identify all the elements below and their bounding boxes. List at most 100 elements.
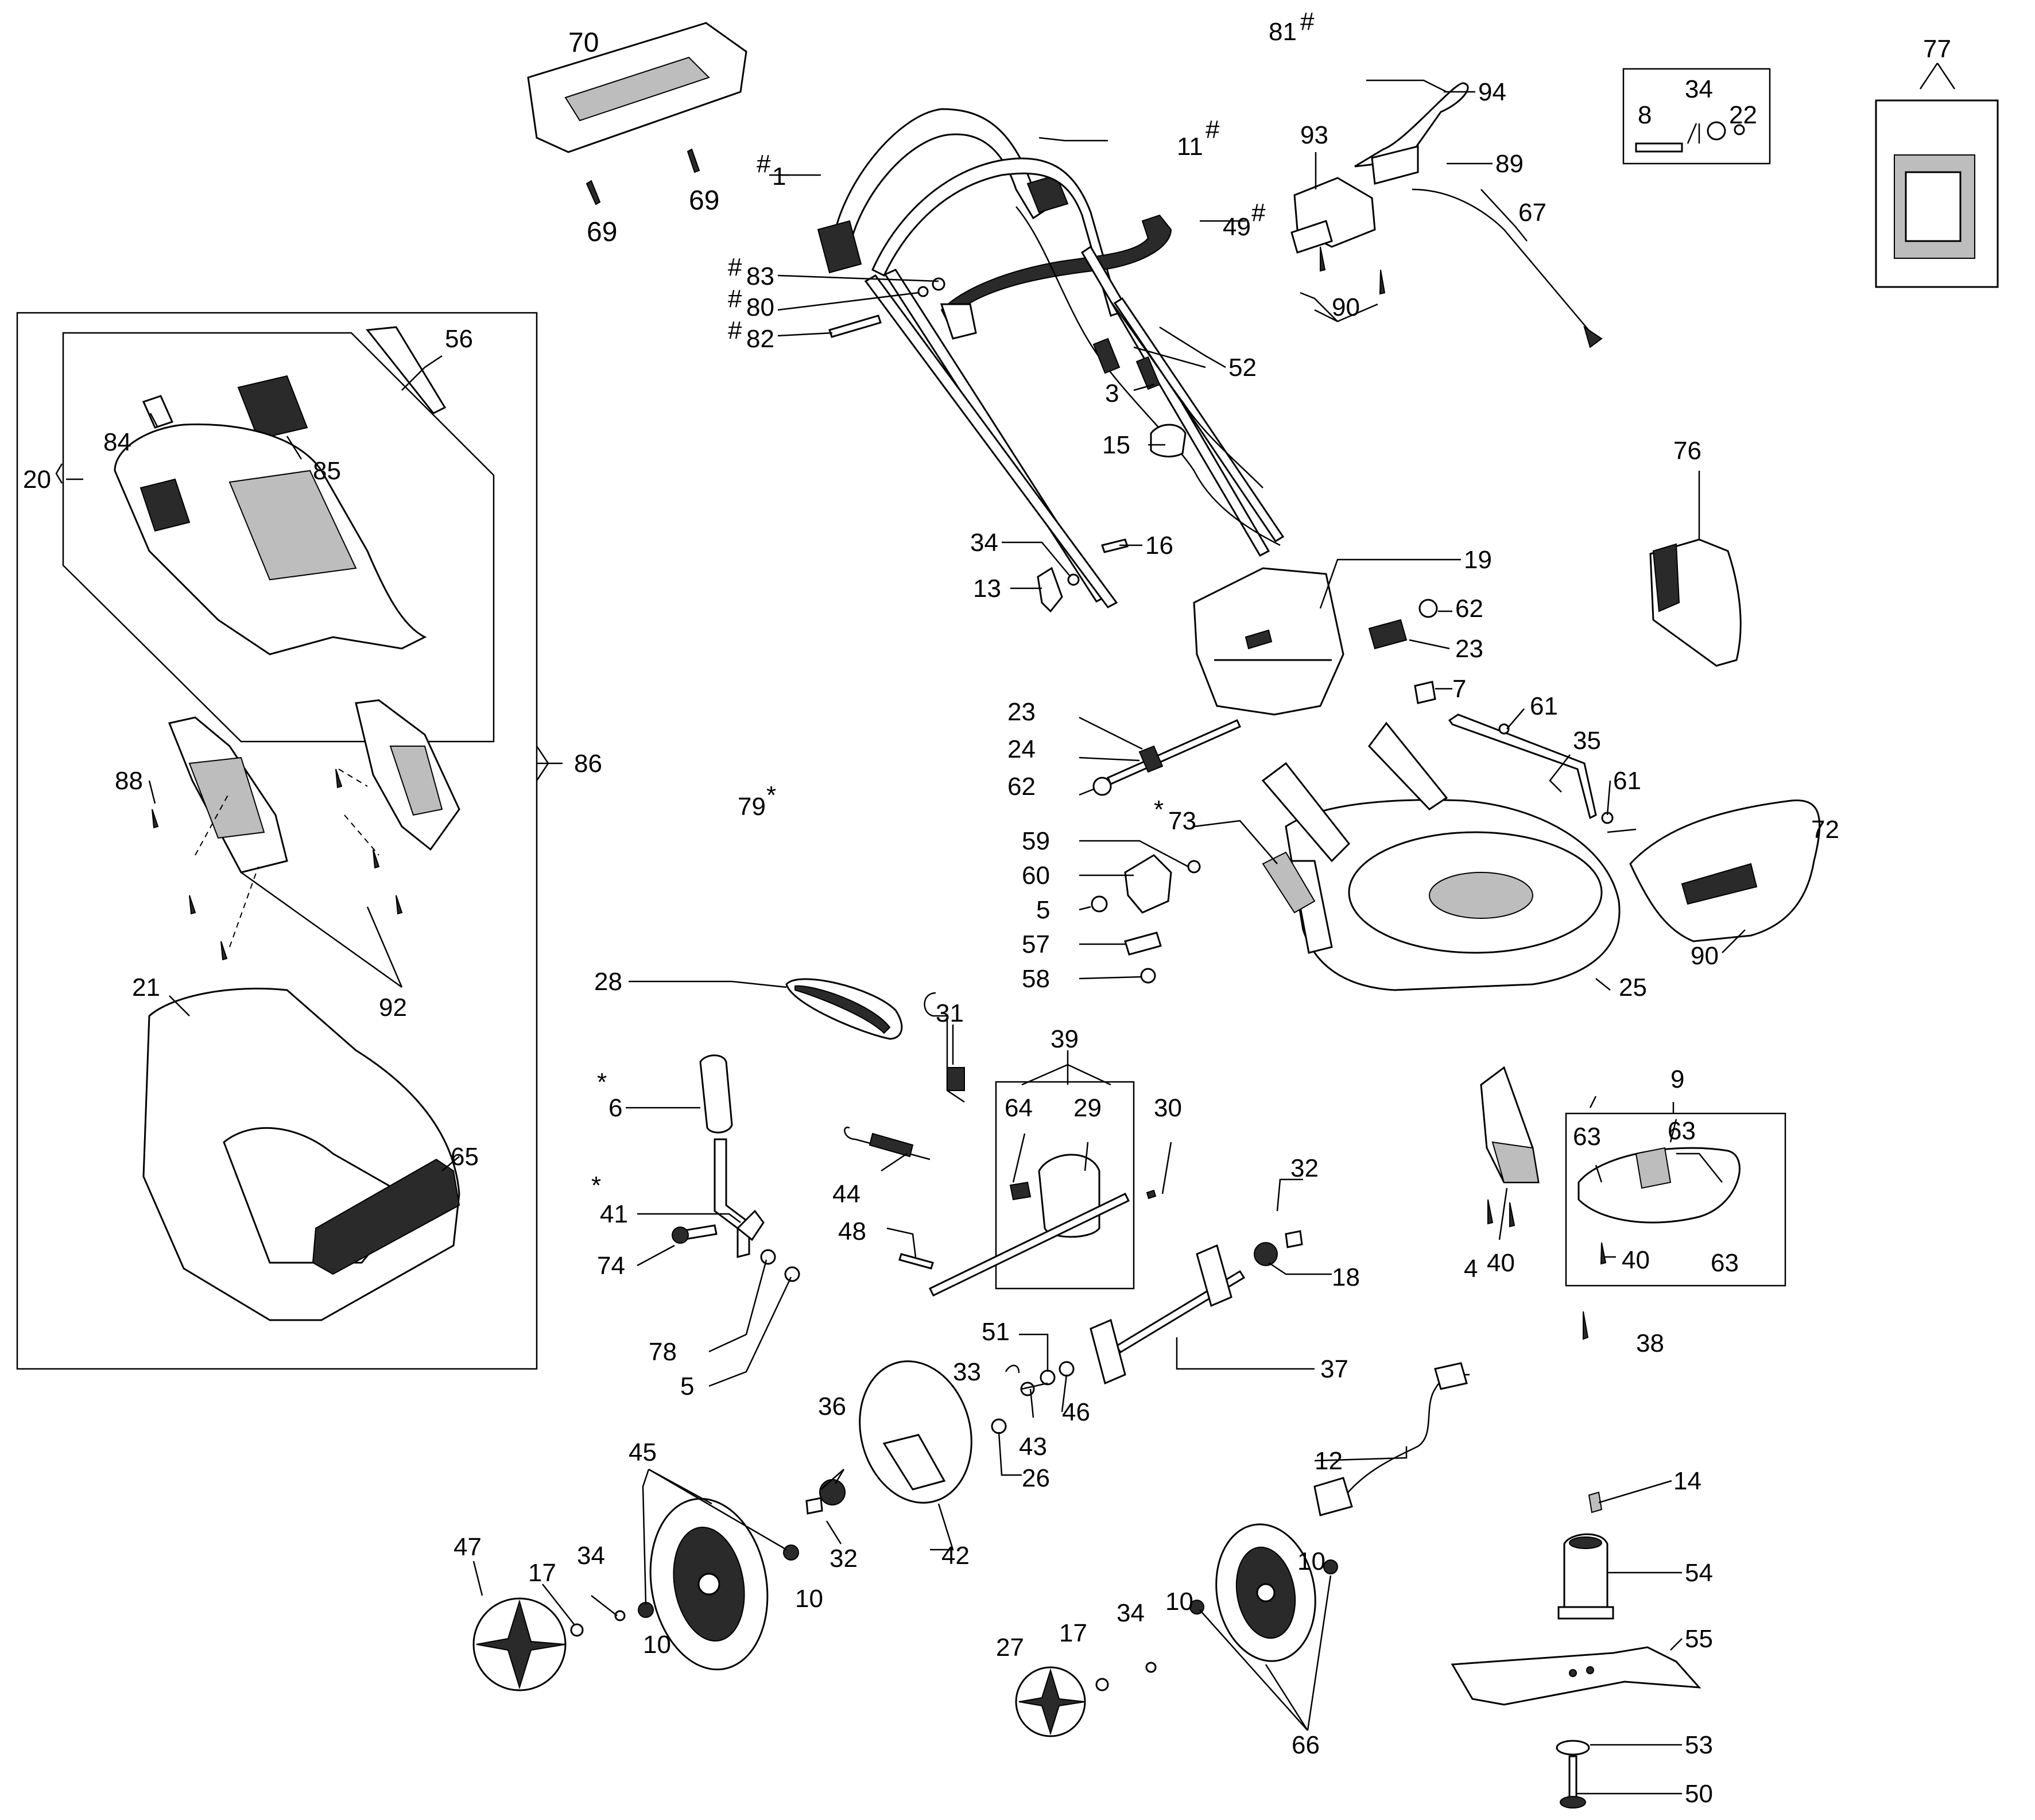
hash-mark: # (728, 253, 742, 281)
label-27: 27 (996, 1633, 1024, 1662)
brace-20 (55, 463, 63, 484)
label-90: 90 (1332, 293, 1360, 321)
part-45-rear-wheel (649, 1497, 769, 1671)
part-84-clip (142, 395, 174, 429)
label-40: 40 (1487, 1249, 1515, 1277)
part-69-screws (586, 148, 700, 205)
hash-mark: # (757, 150, 771, 178)
part-48-pin (898, 1253, 934, 1270)
label-45: 45 (629, 1438, 657, 1466)
label-92: 92 (379, 994, 407, 1022)
label-69: 69 (587, 217, 617, 247)
part-4-mulch-plug (1480, 1066, 1540, 1183)
part-56-strip (366, 326, 447, 414)
label-76: 76 (1673, 437, 1701, 465)
label-29: 29 (1073, 1094, 1102, 1122)
label-41: 41 (600, 1200, 628, 1228)
label-5: 5 (680, 1372, 694, 1400)
part-31-spring (924, 992, 965, 1103)
part-41-lever (714, 1138, 765, 1258)
label-86: 86 (574, 750, 602, 778)
label-55: 55 (1685, 1625, 1713, 1653)
label-66: 66 (1292, 1731, 1320, 1759)
part-14-key (1588, 1491, 1603, 1514)
label-35: 35 (1573, 727, 1601, 755)
label-12: 12 (1315, 1447, 1343, 1475)
label-89: 89 (1495, 150, 1524, 178)
part-80-82-83-pins (828, 277, 945, 338)
part-20-bag-cover (114, 423, 427, 655)
label-30: 30 (1154, 1094, 1182, 1122)
label-19: 19 (1464, 546, 1492, 574)
label-62: 62 (1455, 595, 1483, 623)
label-51: 51 (982, 1318, 1010, 1346)
label-56: 56 (445, 325, 473, 353)
label-49: 49 (1223, 213, 1251, 241)
bag-screws (152, 769, 403, 961)
label-43: 43 (1019, 1433, 1047, 1461)
label-64: 64 (1005, 1094, 1033, 1122)
label-1: 1 (772, 162, 786, 191)
label-60: 60 (1022, 862, 1050, 890)
part-47-hubcap (472, 1597, 626, 1691)
label-61: 61 (1530, 692, 1558, 720)
label-83: 83 (746, 262, 774, 290)
part-18-pinion (1254, 1230, 1303, 1266)
part-10-bearings-rear (638, 1545, 799, 1618)
label-39: 39 (1051, 1025, 1079, 1053)
hash-mark: # (1206, 115, 1220, 143)
label-6: 6 (608, 1094, 622, 1122)
label-67: 67 (1518, 199, 1546, 227)
label-93: 93 (1300, 121, 1328, 149)
label-84: 84 (103, 428, 131, 456)
part-92-bag-side-right (355, 699, 460, 851)
label-28: 28 (594, 968, 622, 996)
label-34: 34 (1685, 75, 1713, 103)
label-62: 62 (1007, 773, 1036, 801)
part-36-gear (805, 1479, 846, 1515)
label-3: 3 (1105, 379, 1119, 408)
label-21: 21 (132, 973, 160, 1002)
label-11: 11 (1177, 133, 1203, 161)
label-73: 73 (1168, 807, 1196, 835)
label-90: 90 (1691, 942, 1719, 970)
label-70: 70 (568, 28, 599, 58)
part-15-knob (1150, 424, 1187, 457)
label-23: 23 (1007, 698, 1036, 726)
label-44: 44 (832, 1180, 860, 1208)
part-12-power-cable (1313, 1362, 1470, 1516)
label-78: 78 (649, 1338, 677, 1366)
label-24: 24 (1007, 735, 1036, 763)
label-69: 69 (689, 185, 719, 216)
part-40-screws (1487, 1199, 1607, 1265)
label-4: 4 (1464, 1255, 1478, 1283)
label-14: 14 (1673, 1467, 1701, 1495)
part-72-front-cover (1629, 799, 1821, 942)
label-74: 74 (597, 1252, 625, 1280)
brace-86 (536, 746, 549, 781)
handle-tubes (864, 245, 1285, 608)
part-53-washer (1556, 1740, 1590, 1756)
part-49-lower-grip (940, 214, 1172, 340)
part-19-rear-cover (1193, 567, 1344, 716)
part-66-front-wheel (1189, 1523, 1338, 1662)
label-85: 85 (313, 457, 341, 485)
part-27-front-hubcap (1015, 1662, 1157, 1737)
part-labels: 70 69 69 # 1 11 # 49 # # 83 # 80 # 82 52… (23, 7, 1951, 1808)
label-8: 8 (1638, 101, 1652, 129)
label-25: 25 (1619, 973, 1647, 1002)
part-77-decal (1875, 99, 1999, 288)
label-46: 46 (1062, 1398, 1090, 1426)
label-17: 17 (528, 1559, 556, 1587)
label-88: 88 (115, 767, 143, 795)
part-60-height-adjuster (1091, 854, 1201, 984)
part-94-lever (1354, 82, 1469, 185)
label-63: 63 (1711, 1249, 1739, 1277)
part-7-bush (1414, 681, 1436, 704)
label-31: 31 (936, 999, 964, 1027)
part-11-handle-bar (871, 157, 1121, 317)
part-13-handle-clamp (1037, 538, 1129, 613)
part-54-blade-adapter (1557, 1533, 1614, 1620)
part-38-screw (1583, 1311, 1589, 1340)
